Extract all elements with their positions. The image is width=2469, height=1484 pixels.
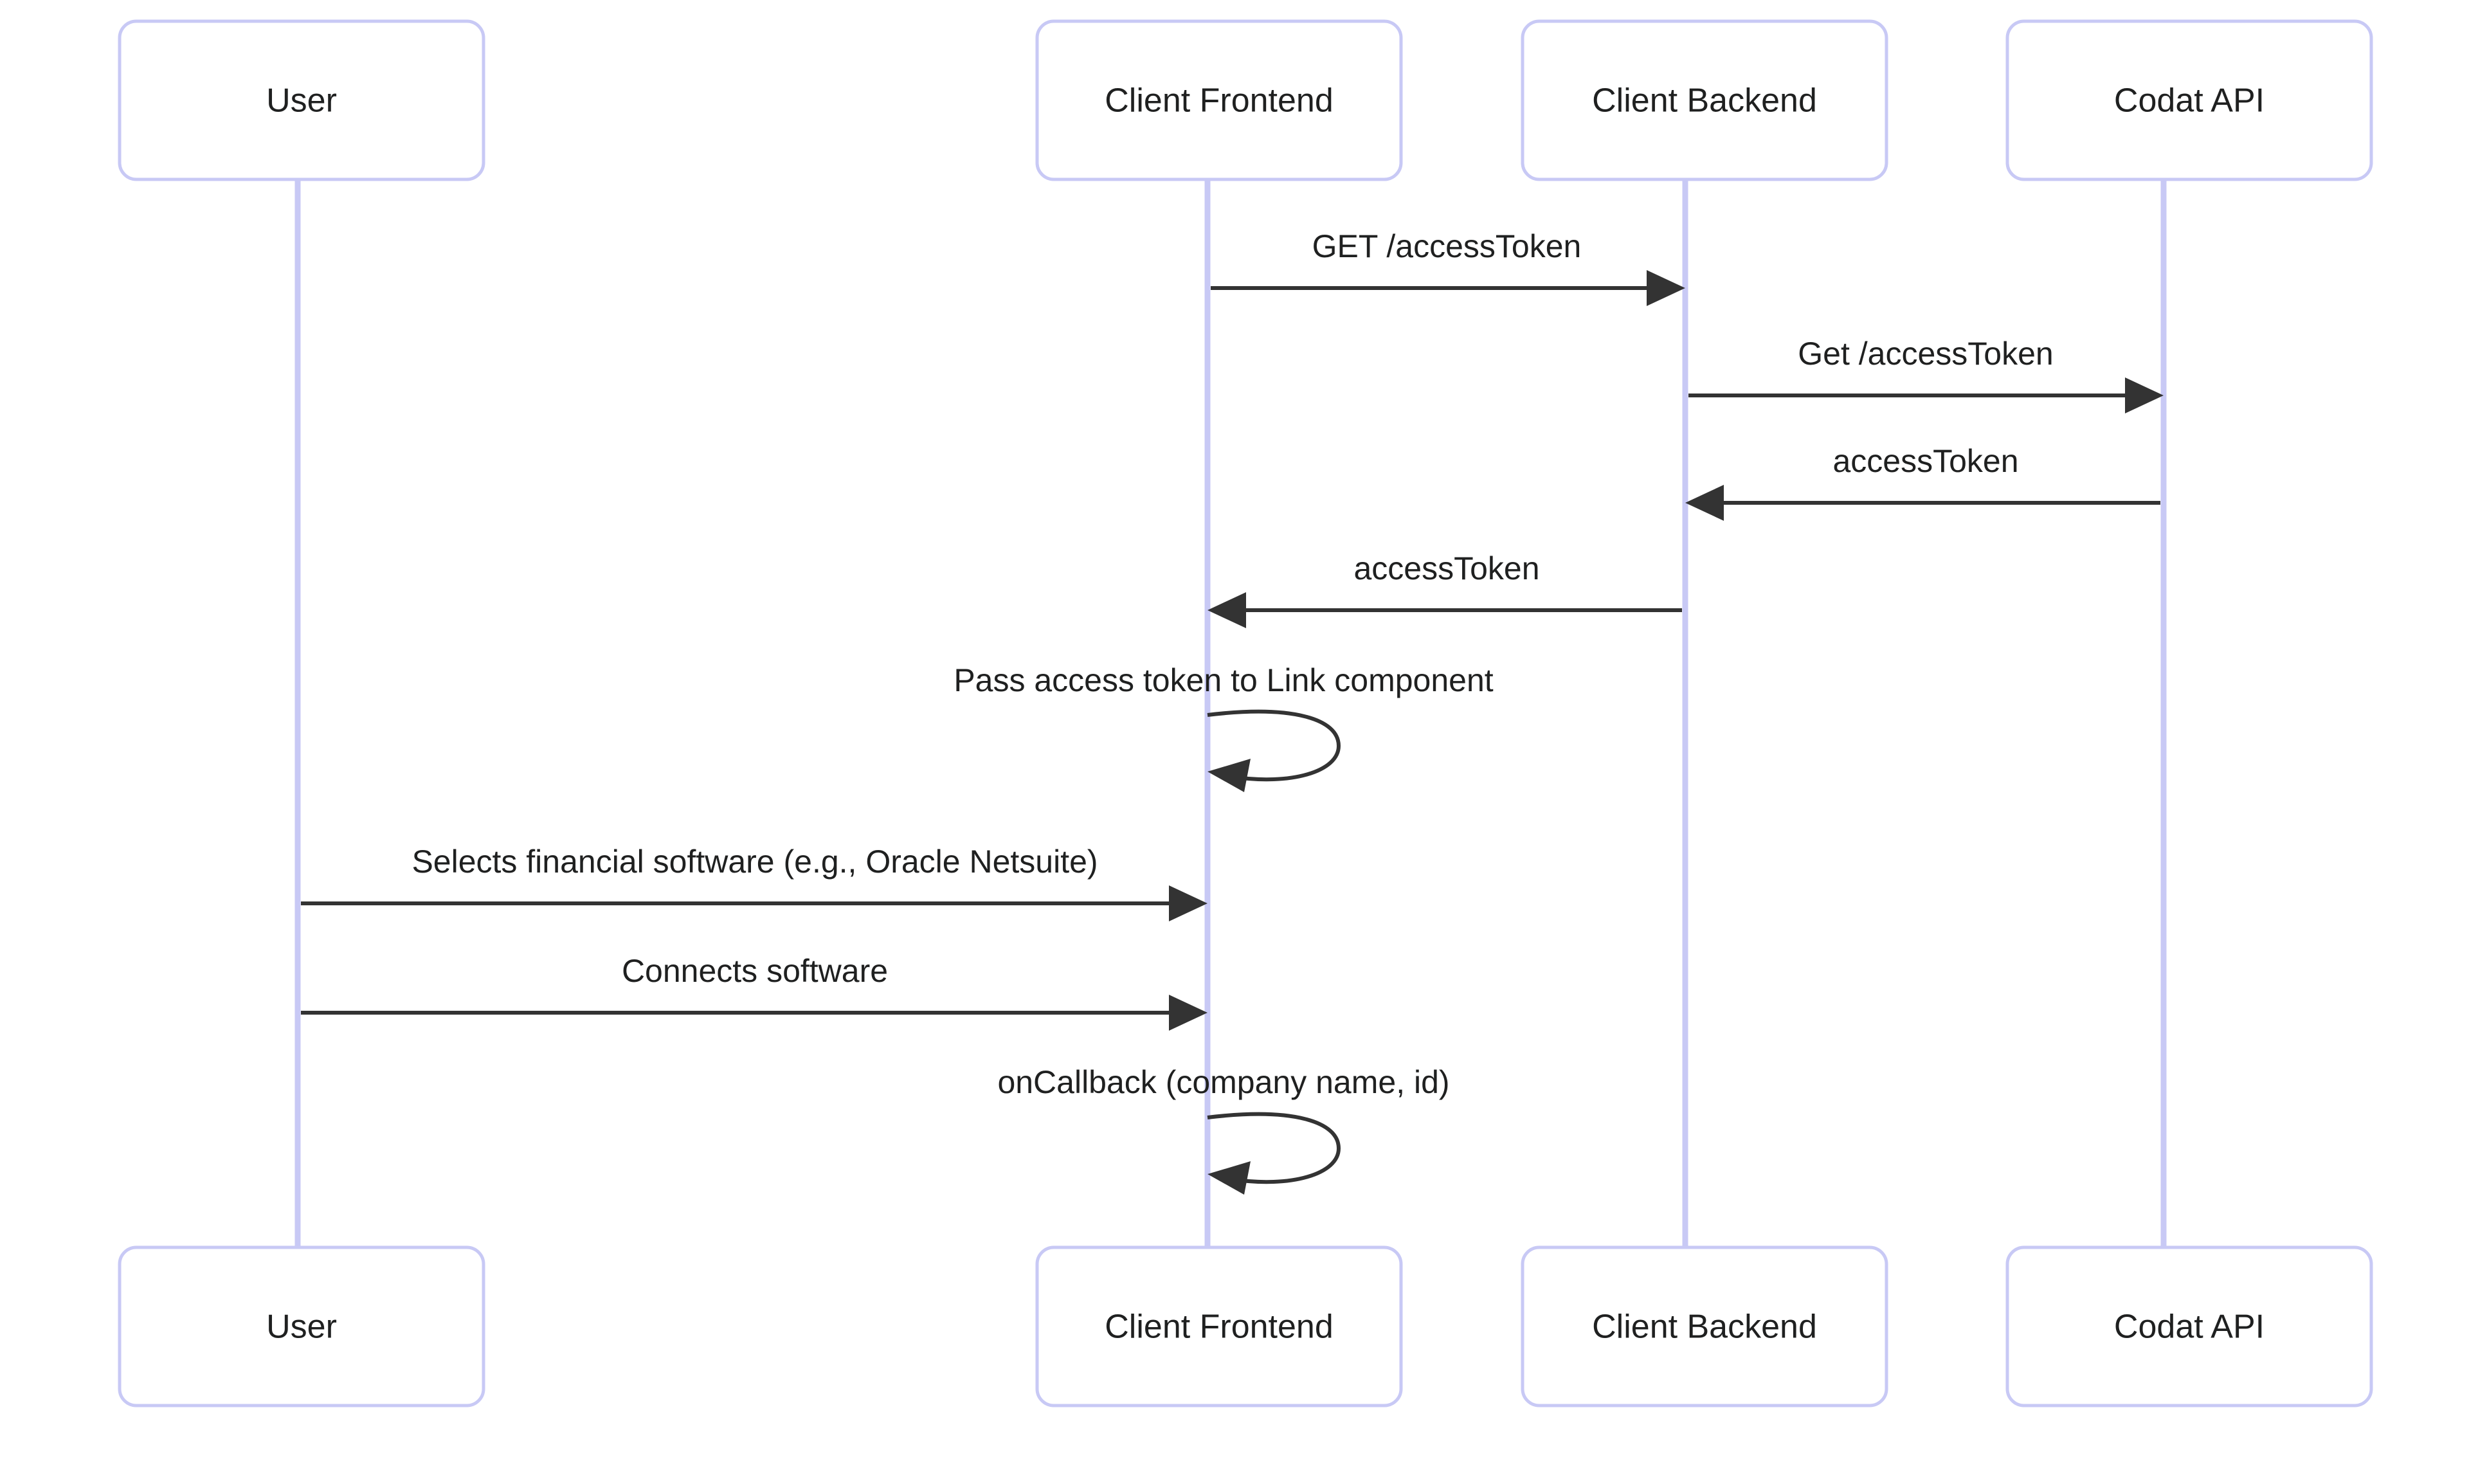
actor-footer-client-frontend[interactable]: Client Frontend — [1035, 1245, 1403, 1407]
message-3-label: accessToken — [1832, 443, 2018, 479]
message-5-arrowhead-icon — [1207, 759, 1251, 792]
message-8-arrowhead-icon — [1207, 1161, 1251, 1195]
message-4-arrowhead-icon — [1207, 592, 1246, 628]
message-3-access-token[interactable]: accessToken — [1685, 443, 2160, 521]
message-2-get-access-token[interactable]: Get /accessToken — [1688, 336, 2164, 413]
message-2-label: Get /accessToken — [1798, 336, 2053, 372]
actor-footer-client-backend[interactable]: Client Backend — [1521, 1245, 1888, 1407]
actor-label-user-top: User — [266, 82, 337, 120]
actor-header-client-frontend[interactable]: Client Frontend — [1035, 19, 1403, 181]
message-7-label: Connects software — [622, 953, 888, 989]
lifelines-group — [294, 178, 2167, 1247]
actor-label-client-frontend-bottom: Client Frontend — [1105, 1308, 1334, 1346]
message-5-loop-path[interactable] — [1207, 709, 1341, 782]
actor-label-codat-api-top: Codat API — [2114, 82, 2265, 120]
actor-label-user-bottom: User — [266, 1308, 337, 1346]
actor-label-client-backend-bottom: Client Backend — [1592, 1308, 1817, 1346]
message-7-connects-software[interactable]: Connects software — [301, 953, 1207, 1031]
message-4-access-token[interactable]: accessToken — [1207, 550, 1682, 628]
message-2-arrowhead-icon — [2125, 377, 2164, 413]
message-4-label: accessToken — [1353, 550, 1539, 586]
message-6-selects-financial-software[interactable]: Selects financial software (e.g., Oracle… — [301, 844, 1207, 921]
actor-label-client-backend-top: Client Backend — [1592, 82, 1817, 120]
actor-header-codat-api[interactable]: Codat API — [2005, 19, 2373, 181]
message-8-label: onCallback (company name, id) — [997, 1064, 1449, 1100]
actor-header-user[interactable]: User — [118, 19, 485, 181]
actor-box-client-frontend-top[interactable] — [1035, 19, 1403, 181]
message-8-oncallback-self[interactable]: onCallback (company name, id) — [997, 1064, 1450, 1195]
actor-footer-codat-api[interactable]: Codat API — [2005, 1245, 2373, 1407]
message-1-label: GET /accessToken — [1312, 228, 1582, 264]
actor-box-client-frontend-bottom[interactable] — [1035, 1245, 1403, 1407]
actor-box-user-bottom[interactable] — [118, 1245, 485, 1407]
message-8-loop-path[interactable] — [1207, 1112, 1341, 1184]
message-6-arrowhead-icon — [1169, 885, 1207, 921]
message-6-label: Selects financial software (e.g., Oracle… — [412, 844, 1098, 880]
message-5-pass-access-token-self[interactable]: Pass access token to Link component — [954, 662, 1494, 792]
actor-box-client-backend-top[interactable] — [1521, 19, 1888, 181]
actor-footer-user[interactable]: User — [118, 1245, 485, 1407]
message-5-label: Pass access token to Link component — [954, 662, 1493, 698]
actor-label-codat-api-bottom: Codat API — [2114, 1308, 2265, 1346]
actor-box-client-backend-bottom[interactable] — [1521, 1245, 1888, 1407]
actor-label-client-frontend-top: Client Frontend — [1105, 82, 1334, 120]
message-1-get-access-token[interactable]: GET /accessToken — [1211, 228, 1685, 306]
message-7-arrowhead-icon — [1169, 995, 1207, 1031]
actor-box-user-top[interactable] — [118, 19, 485, 181]
actor-box-codat-api-bottom[interactable] — [2005, 1245, 2373, 1407]
actor-header-client-backend[interactable]: Client Backend — [1521, 19, 1888, 181]
message-1-arrowhead-icon — [1647, 270, 1685, 306]
message-3-arrowhead-icon — [1685, 485, 1724, 521]
actor-box-codat-api-top[interactable] — [2005, 19, 2373, 181]
